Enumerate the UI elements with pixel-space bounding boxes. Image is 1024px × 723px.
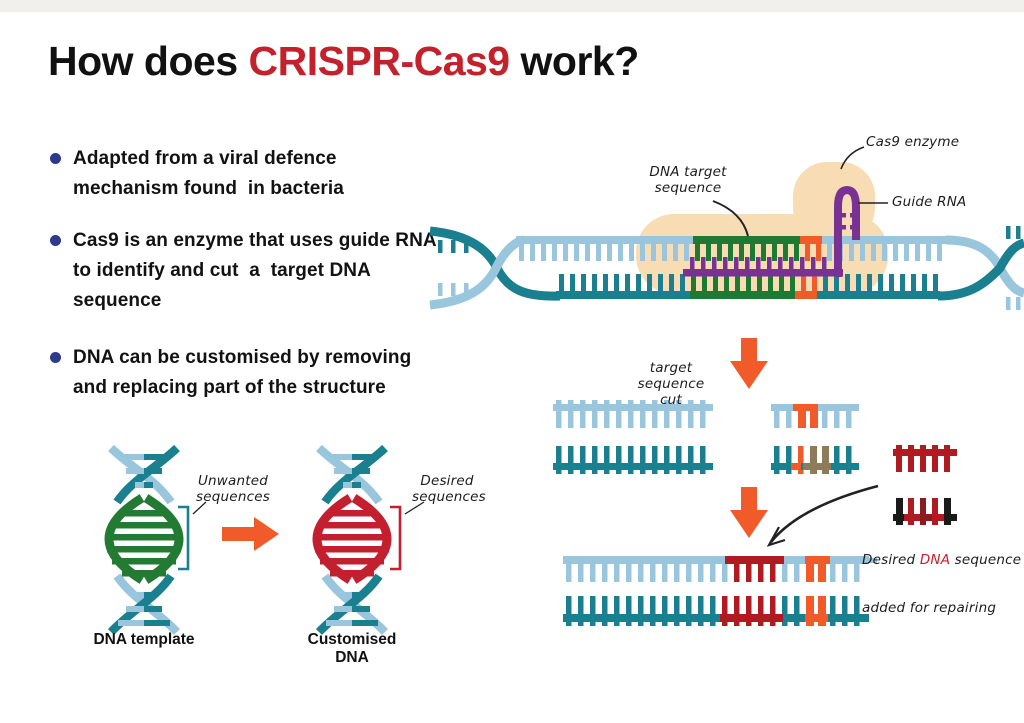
- bullet-dot: [50, 352, 61, 363]
- bullet-dot: [50, 235, 61, 246]
- customised-dna-helix: [312, 444, 392, 635]
- bullet-dot: [50, 153, 61, 164]
- top-edge-strip: [0, 0, 1024, 12]
- unwound-dna: [429, 226, 1024, 310]
- unwanted-sequences-label: Unwanted sequences: [196, 473, 270, 505]
- title-prefix: How does: [48, 38, 249, 84]
- bullet-item-2: Cas9 is an enzyme that uses guide RNA to…: [50, 226, 437, 316]
- repaired-dna: [563, 556, 877, 626]
- repair-pre: Desired: [862, 552, 920, 568]
- repair-arrow: [766, 484, 879, 547]
- bullet-text-1: Adapted from a viral defence mechanism f…: [73, 148, 344, 199]
- desired-bracket: [390, 505, 402, 571]
- cut-fragment-left: [553, 400, 713, 474]
- repair-post: sequence: [950, 552, 1022, 568]
- cas9-enzyme-label: Cas9 enzyme: [866, 134, 960, 150]
- target-cut-label: target sequence cut: [637, 360, 705, 408]
- arrow-template-to-custom: [222, 517, 279, 551]
- guide-rna-label: Guide RNA: [892, 194, 967, 210]
- dna-template-caption: DNA template: [93, 631, 195, 648]
- arrow-down-repair: [730, 487, 768, 538]
- title-suffix: work?: [509, 38, 640, 84]
- repair-dna-word: DNA: [919, 552, 951, 568]
- bullet-text-3: DNA can be customised by removing and re…: [73, 347, 412, 398]
- desired-dna-fragment: [893, 445, 957, 525]
- desired-repair-line1: Desired DNA sequence: [862, 552, 1022, 568]
- customised-dna-caption: Customised DNA: [307, 631, 397, 666]
- desired-repair-label: Desired DNA sequence added for repairing: [862, 520, 1022, 632]
- arrow-down-cut: [730, 338, 768, 389]
- guide-rna-strand: [683, 185, 860, 277]
- page-title: How does CRISPR-Cas9 work?: [48, 38, 639, 85]
- label-leader-lines: [192, 146, 888, 515]
- unwanted-bracket: [178, 505, 190, 571]
- dna-target-label: DNA target sequence: [649, 164, 727, 196]
- cut-fragment-right: [771, 404, 859, 474]
- bullet-item-3: DNA can be customised by removing and re…: [50, 343, 411, 403]
- dna-template-helix: [104, 444, 184, 635]
- desired-sequences-label: Desired sequences: [412, 473, 486, 505]
- bullet-text-2: Cas9 is an enzyme that uses guide RNA to…: [73, 230, 437, 311]
- title-highlight: CRISPR-Cas9: [248, 38, 511, 84]
- bullet-item-1: Adapted from a viral defence mechanism f…: [50, 144, 344, 204]
- desired-repair-line2: added for repairing: [862, 600, 997, 616]
